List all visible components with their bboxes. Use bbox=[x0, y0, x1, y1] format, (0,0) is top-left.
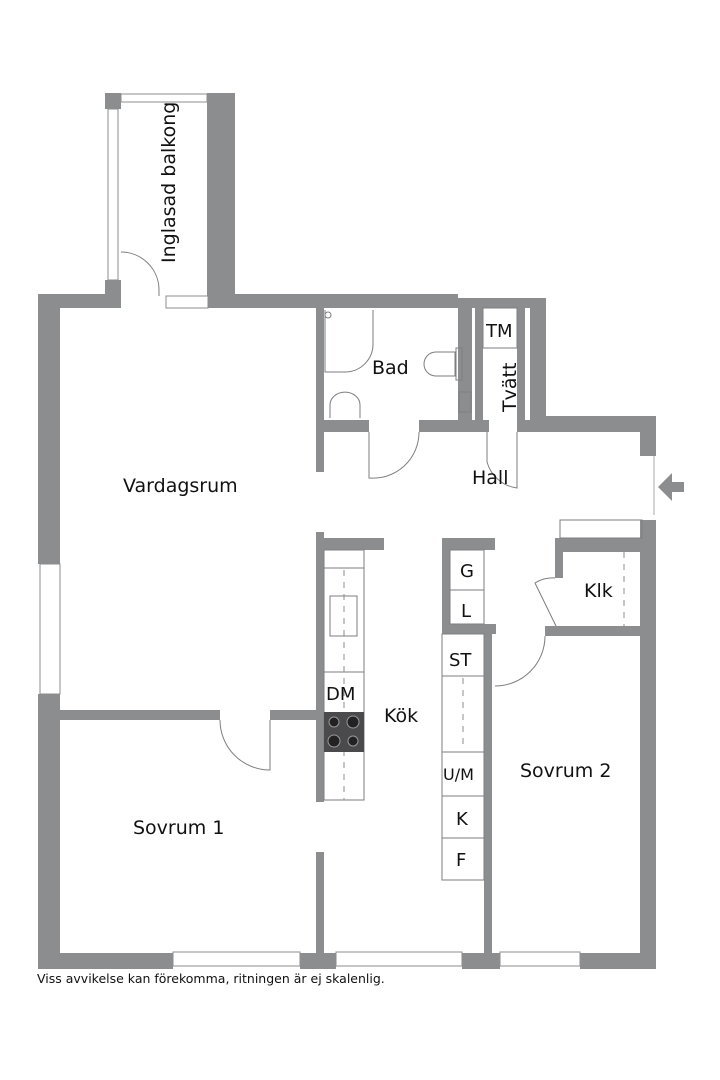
label-laundry-machine: TM bbox=[485, 321, 513, 342]
entrance-arrow-icon bbox=[658, 473, 684, 501]
balcony-windows bbox=[107, 93, 209, 309]
label-um: U/M bbox=[443, 765, 474, 784]
balcony-door-swing bbox=[120, 251, 160, 296]
bathroom-door-swing bbox=[368, 431, 420, 479]
room-label-closet: Klk bbox=[584, 580, 613, 602]
room-label-bedroom2: Sovrum 2 bbox=[520, 760, 611, 782]
sink-icon bbox=[329, 391, 361, 418]
outer-windows bbox=[39, 563, 581, 967]
right-kitchen-walls bbox=[442, 538, 656, 969]
closet-door-swing bbox=[534, 577, 557, 627]
label-k: K bbox=[456, 809, 469, 830]
laundry-door-swing bbox=[486, 432, 518, 489]
label-g: G bbox=[460, 561, 474, 582]
kitchen-sink-icon bbox=[329, 595, 358, 637]
bedroom1-door-swing bbox=[219, 719, 271, 771]
room-label-bathroom: Bad bbox=[372, 357, 409, 379]
label-l: L bbox=[461, 601, 471, 622]
room-label-bedroom1: Sovrum 1 bbox=[133, 817, 224, 839]
room-label-laundry: Tvätt bbox=[499, 363, 521, 413]
disclaimer: Viss avvikelse kan förekomma, ritningen … bbox=[37, 971, 385, 986]
outer-walls bbox=[38, 294, 656, 969]
balcony-walls bbox=[105, 93, 235, 308]
label-st: ST bbox=[449, 650, 472, 671]
bedroom2-door-swing bbox=[494, 635, 546, 687]
label-dishwasher: DM bbox=[326, 684, 355, 705]
toilet-icon bbox=[423, 351, 456, 377]
label-f: F bbox=[456, 850, 466, 871]
shower-icon bbox=[324, 310, 374, 373]
room-label-living-room: Vardagsrum bbox=[123, 475, 238, 497]
kitchen-walls bbox=[60, 532, 384, 953]
room-label-balcony: Inglasad balkong bbox=[158, 102, 180, 263]
room-label-kitchen: Kök bbox=[384, 705, 418, 727]
room-label-hall: Hall bbox=[472, 467, 509, 489]
kitchen-cabinets bbox=[441, 633, 485, 881]
